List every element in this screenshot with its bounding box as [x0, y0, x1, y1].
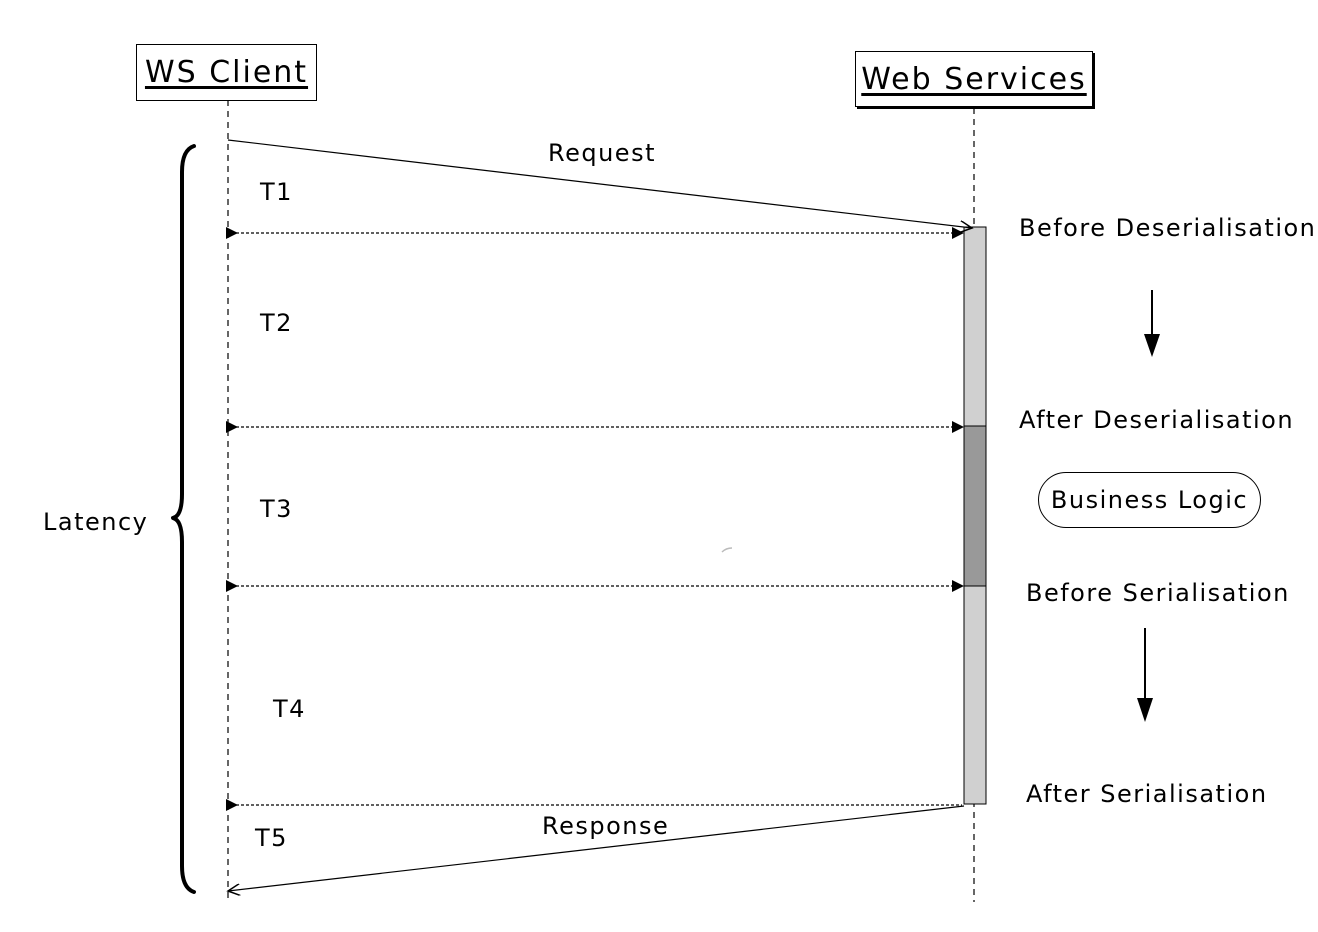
latency-label: Latency — [43, 508, 149, 536]
before-serialisation-label: Before Serialisation — [1026, 579, 1290, 607]
interval-label-t1: T1 — [260, 178, 293, 206]
business-logic-bar — [963, 425, 987, 587]
interval-label-t2: T2 — [260, 309, 293, 337]
serialisation-bar — [963, 585, 987, 805]
interval-label-t3: T3 — [260, 495, 293, 523]
ws-client-box: WS Client — [136, 44, 317, 101]
interval-label-t4: T4 — [273, 695, 306, 723]
response-label: Response — [540, 812, 672, 840]
deserialisation-flow-arrowhead — [1144, 334, 1160, 357]
before-deserialisation-label: Before Deserialisation — [1019, 214, 1317, 242]
web-services-label: Web Services — [861, 61, 1087, 97]
business-logic-node: Business Logic — [1038, 472, 1261, 528]
response-arrow — [228, 805, 965, 891]
request-label: Request — [548, 139, 656, 167]
interval-label-t5: T5 — [255, 824, 288, 852]
request-arrow — [227, 139, 972, 228]
serialisation-flow-arrowhead — [1137, 698, 1153, 722]
latency-brace — [171, 144, 196, 894]
after-deserialisation-label: After Deserialisation — [1019, 406, 1295, 434]
deserialisation-bar — [963, 226, 987, 427]
web-services-box: Web Services — [855, 51, 1093, 107]
faint-mark — [721, 547, 733, 553]
business-logic-label: Business Logic — [1050, 486, 1249, 514]
after-serialisation-label: After Serialisation — [1026, 780, 1268, 808]
ws-client-label: WS Client — [144, 55, 309, 90]
